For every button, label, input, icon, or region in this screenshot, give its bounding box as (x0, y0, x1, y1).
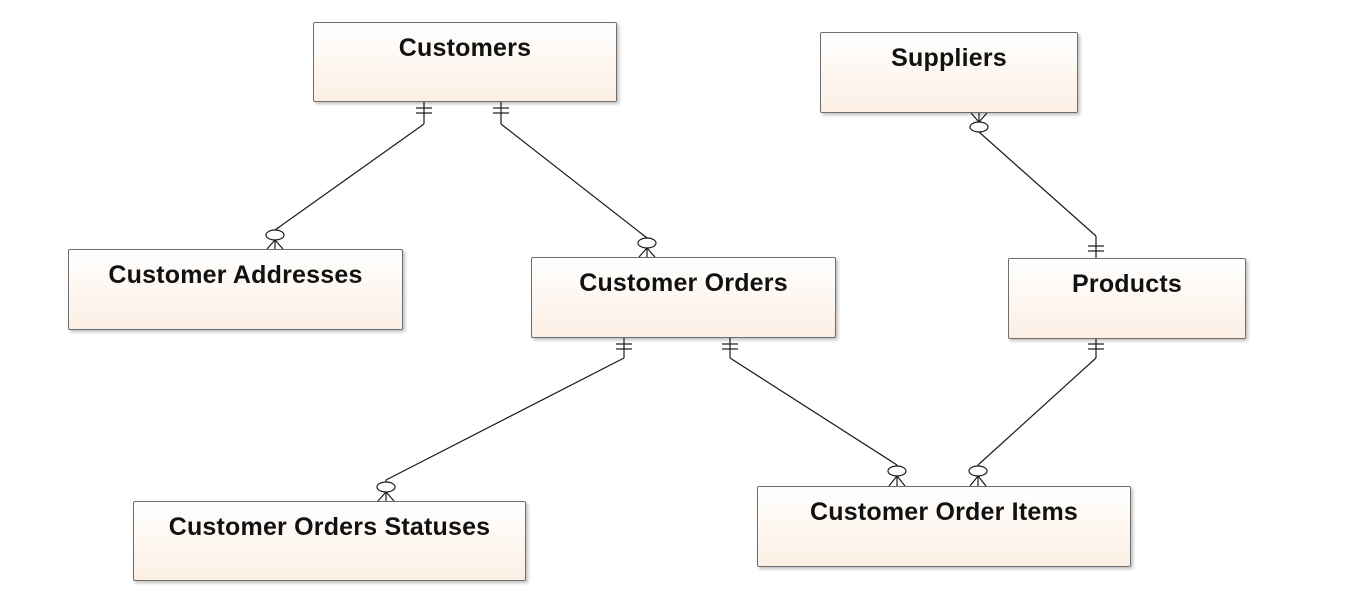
entity-label: Suppliers (891, 44, 1007, 72)
zero-or-many-mark (968, 465, 988, 487)
zero-or-many-mark (376, 481, 396, 502)
entity-label: Customer Addresses (108, 261, 363, 289)
entity-products[interactable]: Products (1008, 258, 1246, 339)
relationship-customers-customer-addresses (265, 102, 432, 250)
entity-label: Customers (398, 34, 532, 62)
relationship-products-customer-order-items (968, 339, 1104, 487)
entity-label: Customer Order Items (810, 498, 1078, 526)
one-mark (1088, 343, 1104, 350)
relationship-suppliers-products (969, 112, 1104, 258)
zero-or-many-mark (637, 237, 657, 258)
entity-customer-orders-statuses[interactable]: Customer Orders Statuses (133, 501, 526, 581)
one-mark (493, 107, 509, 114)
entity-suppliers[interactable]: Suppliers (820, 32, 1078, 113)
entity-label: Products (1072, 270, 1182, 298)
entity-customer-orders[interactable]: Customer Orders (531, 257, 836, 338)
entity-label: Customer Orders (579, 269, 788, 297)
entity-customer-order-items[interactable]: Customer Order Items (757, 486, 1131, 567)
one-mark (722, 343, 738, 350)
one-mark (1088, 245, 1104, 252)
relationship-customers-customer-orders (493, 102, 657, 258)
relationship-customer-orders-items (722, 338, 907, 487)
zero-or-many-mark (887, 465, 907, 487)
entity-customer-addresses[interactable]: Customer Addresses (68, 249, 403, 330)
one-mark (416, 107, 432, 114)
zero-or-many-mark (265, 229, 285, 250)
zero-or-many-mark (969, 112, 989, 133)
one-mark (616, 343, 632, 350)
entity-customers[interactable]: Customers (313, 22, 617, 102)
relationship-customer-orders-statuses (376, 338, 632, 502)
entity-label: Customer Orders Statuses (168, 513, 491, 541)
